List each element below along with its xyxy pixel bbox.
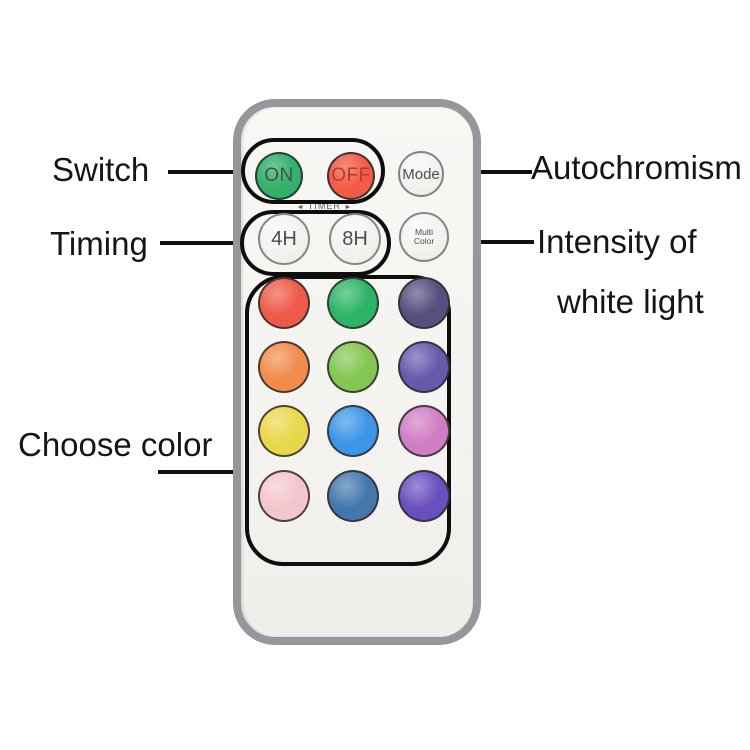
- color-button-purple[interactable]: [398, 341, 450, 393]
- label-choose-color: Choose color: [18, 426, 213, 463]
- color-button-light-green[interactable]: [327, 341, 379, 393]
- color-button-blue[interactable]: [327, 405, 379, 457]
- color-button-green[interactable]: [327, 277, 379, 329]
- timer-right-arrow-icon: ►: [344, 204, 353, 211]
- leader-line-autochromism: [447, 170, 532, 174]
- leader-line-intensity: [451, 240, 534, 244]
- color-button-violet[interactable]: [398, 470, 450, 522]
- color-button-steel-blue[interactable]: [327, 470, 379, 522]
- timer-left-arrow-icon: ◄: [296, 204, 305, 211]
- timer-caption-text: TIMER: [307, 201, 341, 211]
- timing-group-outline: [240, 210, 391, 276]
- mode-button[interactable]: Mode: [398, 151, 444, 197]
- color-button-light-pink[interactable]: [258, 470, 310, 522]
- on-button[interactable]: ON: [255, 152, 303, 200]
- label-timing: Timing: [50, 225, 148, 262]
- color-button-dark-purple[interactable]: [398, 277, 450, 329]
- remote-control: ◄ TIMER ► ON OFF Mode 4H 8H Multi Color: [233, 99, 481, 645]
- label-switch: Switch: [52, 151, 150, 188]
- leader-line-choose-color: [158, 470, 252, 474]
- timer-8h-button[interactable]: 8H: [329, 213, 381, 265]
- off-button[interactable]: OFF: [327, 152, 375, 200]
- label-autochromism: Autochromism: [531, 149, 742, 186]
- color-button-red[interactable]: [258, 277, 310, 329]
- timer-caption: ◄ TIMER ►: [241, 201, 408, 211]
- leader-line-timing: [160, 241, 252, 245]
- label-intensity-line1: Intensity of: [537, 223, 697, 260]
- timer-4h-button[interactable]: 4H: [258, 213, 310, 265]
- switch-group-outline: [241, 138, 385, 204]
- multi-color-button[interactable]: Multi Color: [399, 212, 449, 262]
- color-button-yellow[interactable]: [258, 405, 310, 457]
- leader-line-switch: [168, 170, 250, 174]
- color-button-orange[interactable]: [258, 341, 310, 393]
- color-button-pink[interactable]: [398, 405, 450, 457]
- remote-face: ◄ TIMER ► ON OFF Mode 4H 8H Multi Color: [240, 107, 473, 637]
- label-intensity-line2: white light: [557, 283, 704, 320]
